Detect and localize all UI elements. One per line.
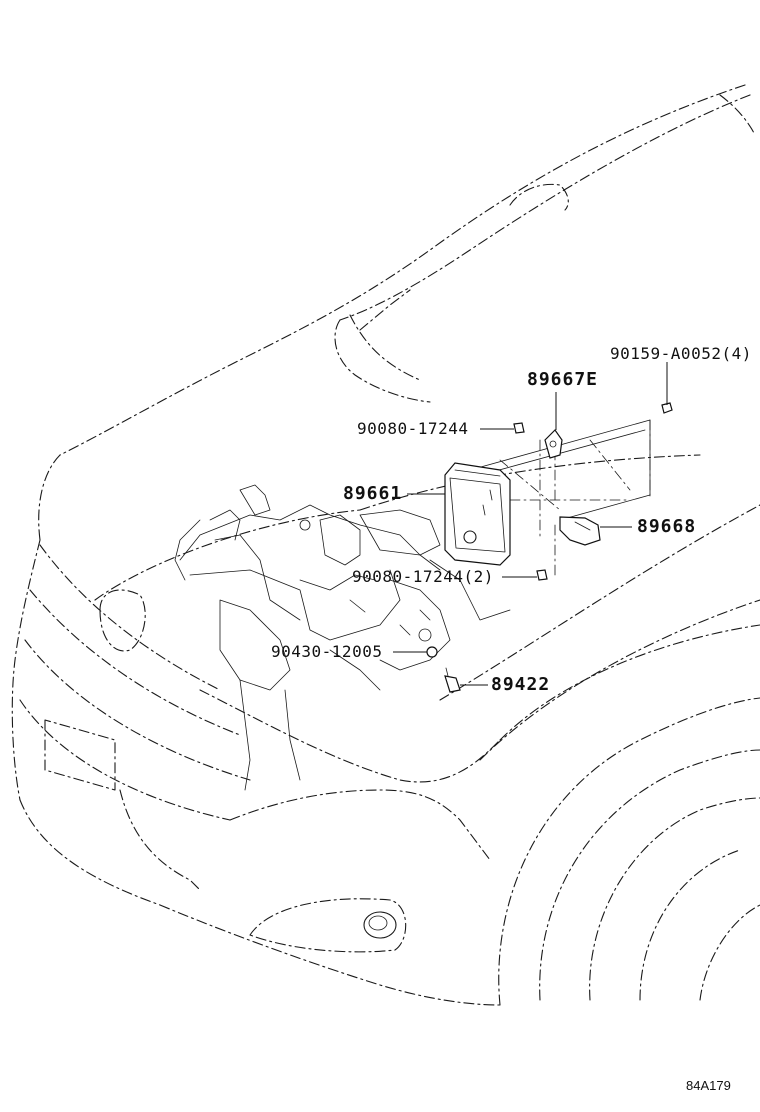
- nut-90080-top-part: [513, 422, 525, 434]
- engine-assembly: [174, 484, 511, 791]
- label-90080-17244-bottom: 90080-17244(2): [352, 567, 494, 586]
- bracket-89667e-part: [544, 429, 563, 459]
- bracket-89668-part: [559, 516, 601, 546]
- ecu-module: [444, 462, 511, 566]
- label-90430-12005: 90430-12005: [271, 642, 383, 661]
- label-90080-17244-top: 90080-17244: [357, 419, 469, 438]
- label-89661: 89661: [343, 483, 403, 504]
- illustration-code: 84A179: [686, 1078, 731, 1093]
- label-90159-a0052: 90159-A0052(4): [610, 344, 752, 363]
- sensor-89422-part: [444, 667, 461, 693]
- nut-90080-bottom-part: [536, 569, 548, 581]
- label-89422: 89422: [491, 674, 551, 695]
- gasket-90430-part: [426, 646, 438, 658]
- leader-lines: [393, 362, 668, 686]
- label-89667e: 89667E: [527, 369, 599, 390]
- vehicle-body-outline: [11, 84, 760, 1006]
- label-89668: 89668: [637, 516, 697, 537]
